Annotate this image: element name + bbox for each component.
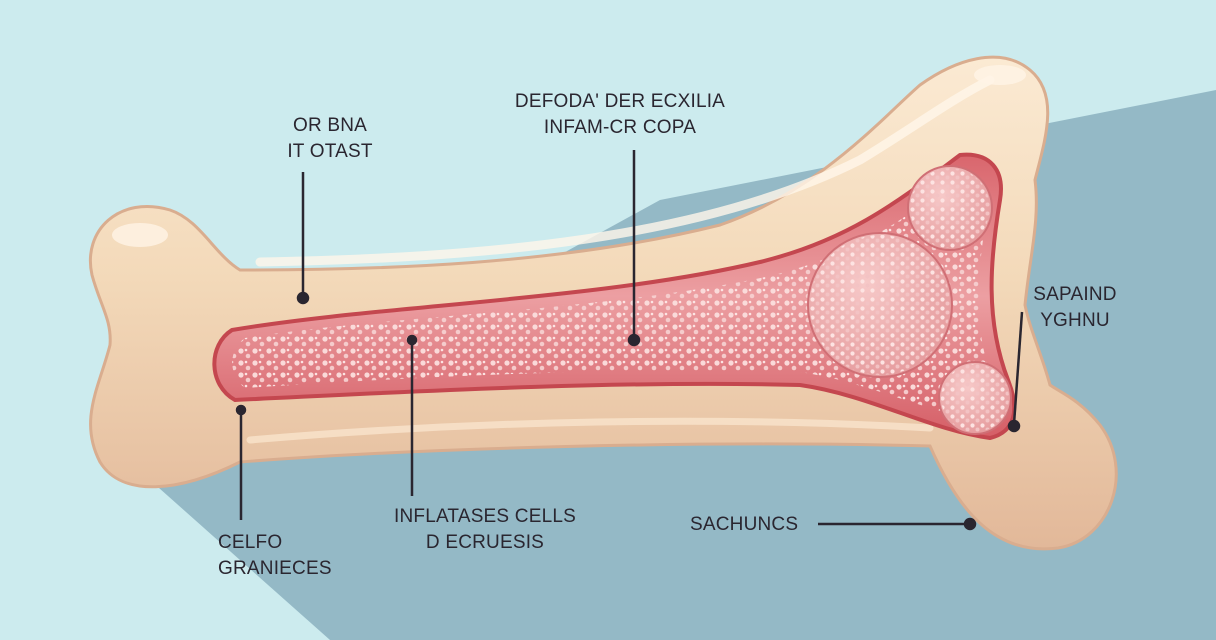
- leader-bottom-left-dot: [237, 406, 245, 414]
- label-top-left-line1: OR BNA: [270, 113, 390, 139]
- label-right-line1: SAPAIND: [1010, 282, 1140, 308]
- bone-end-highlight-right: [974, 65, 1026, 85]
- leader-top-left-dot: [298, 293, 308, 303]
- leader-right-dot: [1009, 421, 1019, 431]
- label-right-line2: YGHNU: [1010, 308, 1140, 334]
- nodule-large-cells: [810, 235, 950, 375]
- label-bottom-left: CELFO GRANIECES: [218, 530, 378, 582]
- label-bottom-right-line1: SACHUNCS: [690, 512, 820, 538]
- label-bottom-center-line1: INFLATASES CELLS: [370, 504, 600, 530]
- nodule-bottom-cells: [941, 364, 1009, 432]
- leader-bottom-center-dot: [408, 336, 416, 344]
- label-top-center: DEFODA' DER ECXILIA INFAM-CR COPA: [470, 89, 770, 141]
- label-bottom-right: SACHUNCS: [690, 512, 820, 538]
- leader-top-center-dot: [629, 335, 639, 345]
- nodule-top-cells: [910, 168, 990, 248]
- label-bottom-left-line2: GRANIECES: [218, 556, 378, 582]
- label-top-left: OR BNA IT OTAST: [270, 113, 390, 165]
- label-top-left-line2: IT OTAST: [270, 139, 390, 165]
- label-right: SAPAIND YGHNU: [1010, 282, 1140, 334]
- bone-end-highlight: [112, 223, 168, 247]
- label-top-center-line1: DEFODA' DER ECXILIA: [470, 89, 770, 115]
- leader-bottom-right-dot: [965, 519, 975, 529]
- label-bottom-center: INFLATASES CELLS D ECRUESIS: [370, 504, 600, 556]
- label-top-center-line2: INFAM-CR COPA: [470, 115, 770, 141]
- label-bottom-left-line1: CELFO: [218, 530, 378, 556]
- label-bottom-center-line2: D ECRUESIS: [370, 530, 600, 556]
